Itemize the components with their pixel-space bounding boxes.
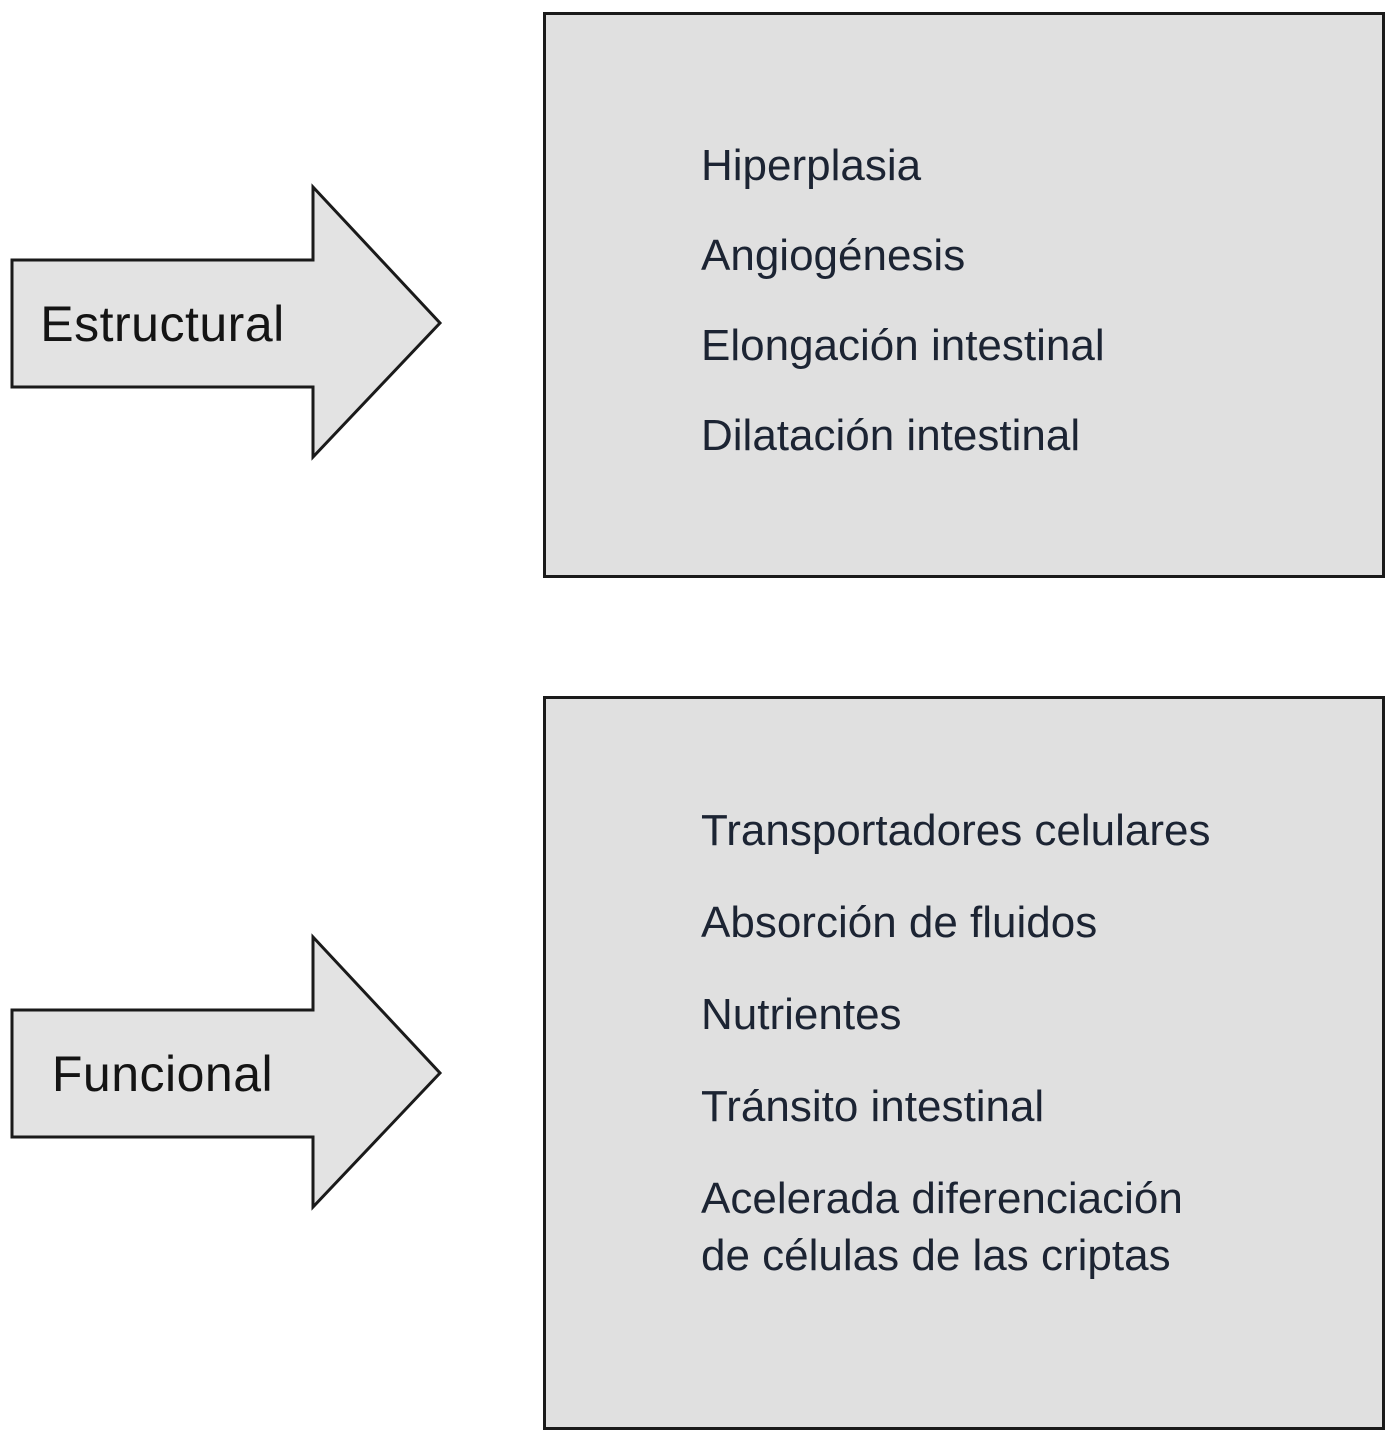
- funcional-box: Transportadores celulares Absorción de f…: [543, 696, 1385, 1430]
- list-item: Nutrientes: [701, 990, 902, 1039]
- list-item: Dilatación intestinal: [701, 411, 1081, 460]
- list-item: Angiogénesis: [701, 231, 966, 280]
- funcional-arrow-icon: [10, 933, 443, 1211]
- estructural-arrow-icon: [10, 183, 443, 461]
- funcional-arrow-label: Funcional: [51, 1045, 274, 1102]
- funcional-box-content: Transportadores celulares Absorción de f…: [546, 699, 1382, 1284]
- list-item: Elongación intestinal: [701, 321, 1105, 370]
- estructural-box: Hiperplasia Angiogénesis Elongación inte…: [543, 12, 1385, 578]
- list-item: Transportadores celulares: [701, 806, 1211, 855]
- list-item: Tránsito intestinal: [701, 1082, 1045, 1131]
- estructural-box-content: Hiperplasia Angiogénesis Elongación inte…: [546, 15, 1382, 464]
- list-item: Acelerada diferenciación de células de l…: [701, 1174, 1183, 1280]
- estructural-arrow-label: Estructural: [40, 295, 285, 352]
- list-item: Hiperplasia: [701, 141, 922, 190]
- list-item: Absorción de fluidos: [701, 898, 1098, 947]
